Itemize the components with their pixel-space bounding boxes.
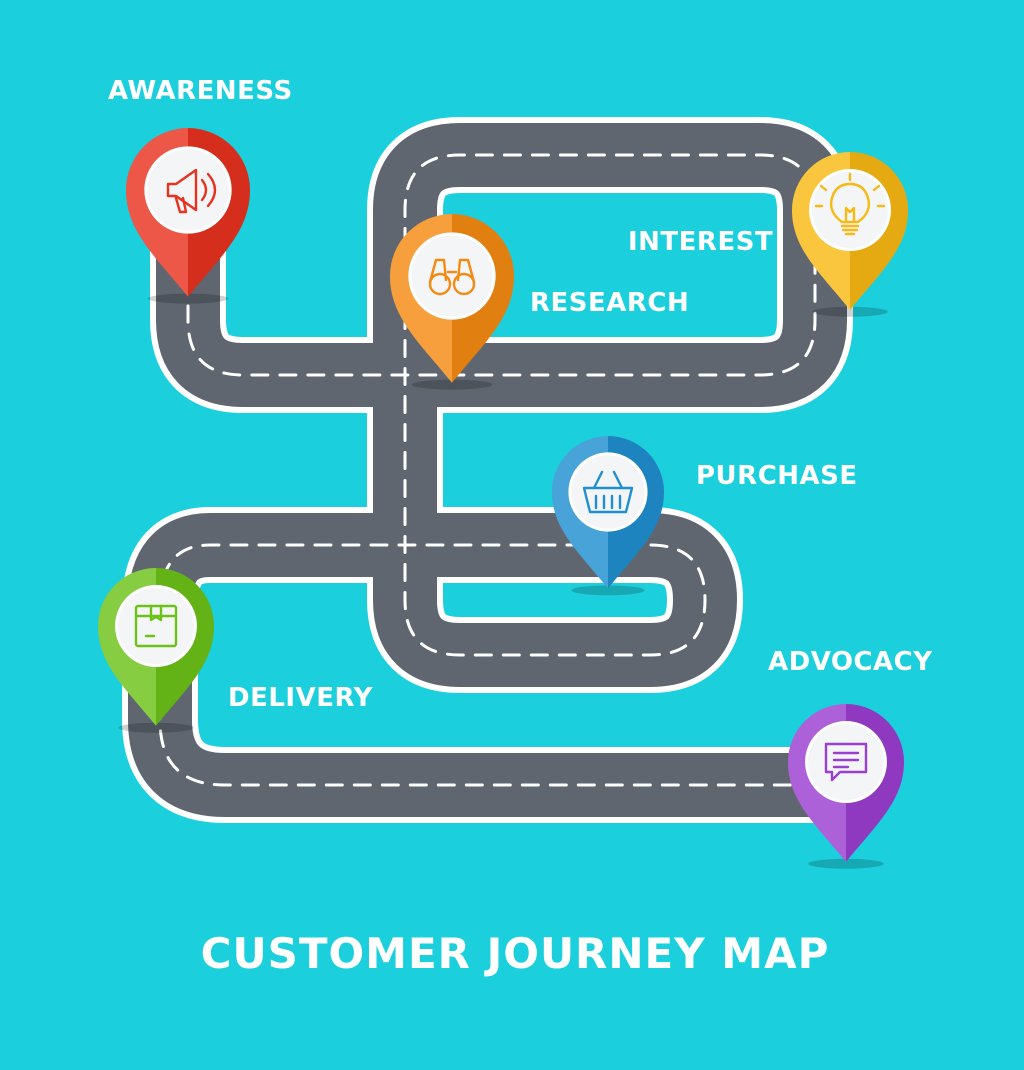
pin-icon-disk: [809, 169, 891, 251]
lightbulb-icon: [814, 172, 886, 236]
label-awareness: AWARENESS: [108, 76, 293, 106]
label-purchase: PURCHASE: [696, 461, 858, 491]
pin-research[interactable]: [390, 214, 514, 390]
megaphone-icon: [166, 168, 217, 214]
shopping-basket-icon: [582, 470, 634, 514]
binoculars-icon: [428, 258, 476, 296]
pin-icon-disk: [568, 452, 648, 532]
pin-icon-disk: [805, 721, 887, 803]
pin-advocacy[interactable]: [788, 704, 904, 869]
pin-icon-disk: [144, 146, 232, 234]
pin-shadow: [808, 858, 884, 869]
stage-pins: [97, 128, 908, 869]
pin-shadow: [118, 722, 194, 733]
pin-shadow: [571, 585, 645, 596]
pin-icon-disk: [408, 232, 496, 320]
page-title: CUSTOMER JOURNEY MAP: [201, 929, 830, 978]
pin-delivery[interactable]: [97, 567, 214, 733]
pin-purchase[interactable]: [552, 436, 664, 596]
speech-bubble-icon: [824, 742, 868, 782]
pin-shadow: [812, 306, 888, 317]
pin-interest[interactable]: [792, 152, 908, 317]
pin-shadow: [147, 293, 229, 304]
pin-shadow: [411, 379, 493, 390]
pin-icon-disk: [115, 585, 197, 667]
package-box-icon: [134, 604, 178, 648]
pin-awareness[interactable]: [126, 128, 250, 304]
label-interest: INTEREST: [628, 227, 773, 257]
label-delivery: DELIVERY: [228, 683, 374, 713]
label-advocacy: ADVOCACY: [768, 647, 933, 677]
label-research: RESEARCH: [530, 288, 689, 318]
